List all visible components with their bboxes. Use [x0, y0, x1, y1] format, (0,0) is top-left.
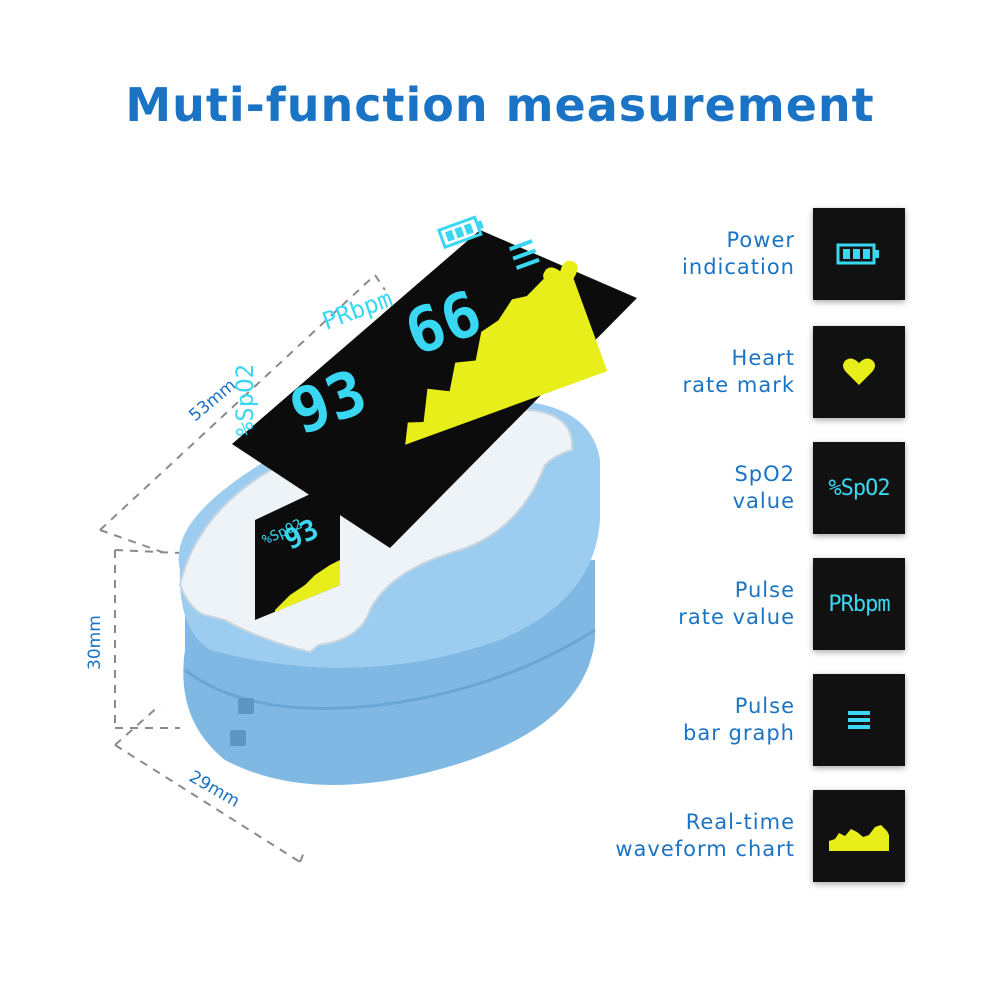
feature-waveform-chart: Real-time waveform chart — [560, 790, 905, 882]
bar-graph-icon — [848, 711, 870, 729]
feature-label: Heart rate mark — [682, 346, 795, 397]
feature-label: Pulse rate value — [678, 578, 795, 629]
height-dimension-label: 30mm — [85, 615, 105, 670]
dimension-lines — [99, 274, 386, 863]
feature-label: Real-time waveform chart — [615, 810, 795, 861]
feature-spo2-value: SpO2 value %SpO2 — [560, 442, 905, 534]
screen-waveform — [405, 275, 608, 445]
feature-label: Power indication — [682, 228, 795, 279]
feature-label: SpO2 value — [732, 462, 795, 513]
screen-bar-graph-icon — [508, 239, 540, 270]
feature-tile — [813, 674, 905, 766]
feature-power-indication: Power indication — [560, 208, 905, 300]
pulse-oximeter-illustration: 53mm 30mm 29mm %SpO2 93 %SpO2 93 PRbpm 6… — [85, 215, 637, 863]
pr-text-icon: PRbpm — [828, 591, 890, 617]
width-dimension-label: 29mm — [186, 767, 243, 812]
battery-icon — [836, 243, 879, 265]
feature-pulse-bar-graph: Pulse bar graph — [560, 674, 905, 766]
heart-icon — [843, 358, 875, 385]
page-title: Muti-function measurement — [125, 78, 875, 132]
main-screen: %SpO2 93 PRbpm 66 — [231, 215, 637, 548]
screen-battery-icon — [436, 215, 484, 250]
feature-tile — [813, 790, 905, 882]
feature-heart-rate-mark: Heart rate mark — [560, 326, 905, 418]
spo2-text-icon: %SpO2 — [828, 475, 890, 501]
feature-tile — [813, 208, 905, 300]
feature-tile — [813, 326, 905, 418]
waveform-icon — [829, 825, 889, 851]
feature-tile: %SpO2 — [813, 442, 905, 534]
small-screen: %SpO2 93 — [255, 480, 340, 620]
feature-tile: PRbpm — [813, 558, 905, 650]
feature-pulse-rate-value: Pulse rate value PRbpm — [560, 558, 905, 650]
spo2-label: %SpO2 — [231, 364, 259, 436]
feature-label: Pulse bar graph — [683, 694, 795, 745]
